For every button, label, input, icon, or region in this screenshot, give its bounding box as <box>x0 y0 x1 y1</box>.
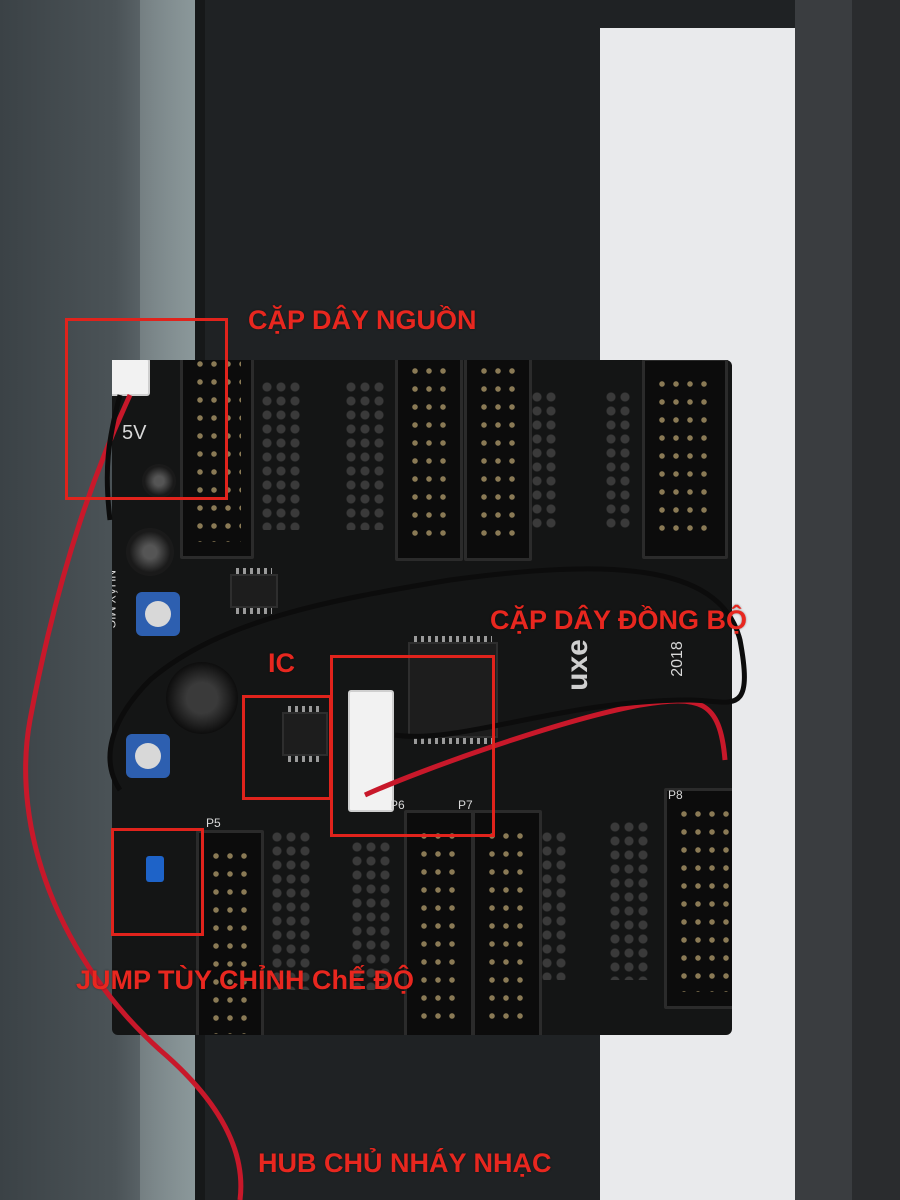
pinfield <box>260 380 304 530</box>
jumper-highlight-box <box>111 828 204 936</box>
pinfield <box>270 830 314 990</box>
ic-label: IC <box>268 648 295 678</box>
caption-label: HUB CHỦ NHÁY NHẠC <box>258 1148 552 1178</box>
power-capacitor-marking <box>142 464 176 498</box>
header-top-1 <box>395 360 463 561</box>
pinfield <box>530 390 560 530</box>
header-top-2 <box>464 360 532 561</box>
sync-cable-label: CẶP DÂY ĐỒNG BỘ <box>490 605 748 635</box>
power-cable-label: CẶP DÂY NGUỒN <box>248 305 477 335</box>
background-keyboard-edge <box>852 0 900 1200</box>
potentiometer-top <box>136 592 180 636</box>
pinfield <box>344 380 388 530</box>
label-p5: P5 <box>206 816 221 830</box>
header-p5 <box>196 830 264 1035</box>
small-ic-chip <box>230 568 278 614</box>
main-ic-chip <box>282 706 328 762</box>
voltage-marking: 5V <box>122 422 147 444</box>
header-p8 <box>664 788 732 1009</box>
label-p8: P8 <box>668 788 683 802</box>
mode-jumper <box>146 856 164 882</box>
pinfield <box>604 390 634 530</box>
power-cable-highlight-box <box>65 318 228 500</box>
header-p7 <box>472 810 542 1035</box>
label-p7: P7 <box>458 798 473 812</box>
header-p6 <box>404 810 474 1035</box>
capacitor <box>126 528 174 576</box>
pinfield <box>540 830 570 980</box>
power-connector <box>112 360 150 396</box>
pinfield <box>608 820 652 980</box>
ic-highlight-box <box>242 695 332 800</box>
sync-cable-black <box>107 566 747 792</box>
microphone <box>166 662 238 734</box>
ic-chip-large <box>408 636 498 744</box>
pinfield <box>350 840 394 990</box>
header-top-right <box>642 360 728 559</box>
sync-cable-red <box>363 698 728 798</box>
power-header <box>180 360 254 559</box>
jumper-mode-label: JUMP TÙY CHỈNH ChẾ ĐỘ <box>76 965 415 995</box>
sync-cable-highlight-box <box>330 655 495 837</box>
potentiometer-bottom <box>126 734 170 778</box>
pcb-board: 5V NHÁY MIC 2018 uxe P5 P6 P7 P8 <box>112 360 732 1035</box>
label-p6: P6 <box>390 798 405 812</box>
power-cable-black <box>104 394 123 521</box>
power-cable-red <box>23 393 244 1200</box>
